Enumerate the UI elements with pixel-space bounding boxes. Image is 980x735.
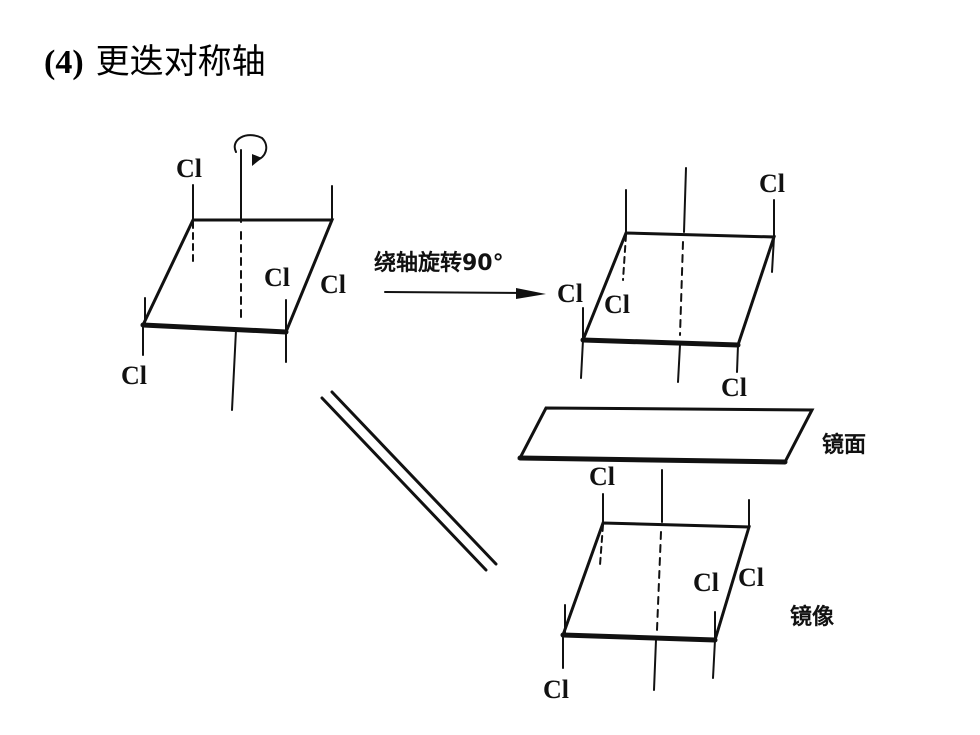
atom-label-cl: Cl: [738, 563, 764, 592]
plane-edge-front: [560, 632, 718, 643]
rotation-caption: 绕轴旋转90°: [374, 250, 504, 276]
bond-down: [736, 344, 739, 373]
axis-line: [653, 639, 657, 691]
arrow-head-icon: [516, 288, 546, 299]
atom-label-cl: Cl: [543, 675, 569, 704]
atom-label-cl: Cl: [557, 279, 583, 308]
atom-label-cl: Cl: [121, 361, 147, 390]
bond-down: [580, 339, 584, 379]
bond-down: [712, 639, 716, 679]
axis-line-hidden: [679, 241, 684, 336]
axis-line: [231, 329, 237, 411]
bond-down: [771, 236, 775, 273]
atom-label-cl: Cl: [604, 290, 630, 319]
plane-edge-front: [140, 322, 289, 335]
title-text: 更迭对称轴: [95, 42, 266, 82]
equivalence-line: [330, 390, 498, 566]
mirror-plane-edge-front: [517, 455, 788, 465]
mirror-label: 镜面: [822, 432, 866, 458]
bond-down-hidden: [622, 234, 627, 281]
molecule-original: Cl Cl Cl Cl: [121, 134, 346, 411]
molecular-plane: [140, 218, 335, 334]
molecule-rotated: Cl Cl Cl Cl: [557, 167, 785, 402]
atom-label-cl: Cl: [759, 169, 785, 198]
atom-label-cl: Cl: [693, 568, 719, 597]
molecule-mirror-image: Cl Cl Cl Cl 镜像: [543, 462, 835, 704]
equivalence-line: [320, 396, 488, 572]
atom-label-cl: Cl: [176, 154, 202, 183]
atom-label-cl: Cl: [721, 373, 747, 402]
axis-line: [683, 167, 687, 233]
mirror-plane: 镜面: [517, 406, 866, 465]
equivalence-sign: [320, 390, 498, 572]
title-number: (4): [44, 44, 84, 81]
atom-label-cl: Cl: [589, 462, 615, 491]
rotation-arrowhead-icon: [252, 154, 262, 166]
axis-line: [677, 344, 681, 383]
rotation-step: 绕轴旋转90°: [374, 250, 546, 299]
arrow-line: [384, 291, 531, 294]
bond-down-hidden: [599, 524, 604, 566]
rotation-arrow-icon: [233, 134, 268, 161]
molecular-plane: [580, 231, 777, 347]
page-title: (4) 更迭对称轴: [44, 34, 266, 83]
atom-label-cl: Cl: [264, 263, 290, 292]
mirror-plane-shape: [517, 406, 815, 464]
molecular-plane: [560, 521, 752, 642]
atom-label-cl: Cl: [320, 270, 346, 299]
mirror-image-label: 镜像: [790, 604, 835, 630]
plane-edge-front: [580, 337, 741, 348]
axis-line-hidden: [656, 531, 662, 631]
